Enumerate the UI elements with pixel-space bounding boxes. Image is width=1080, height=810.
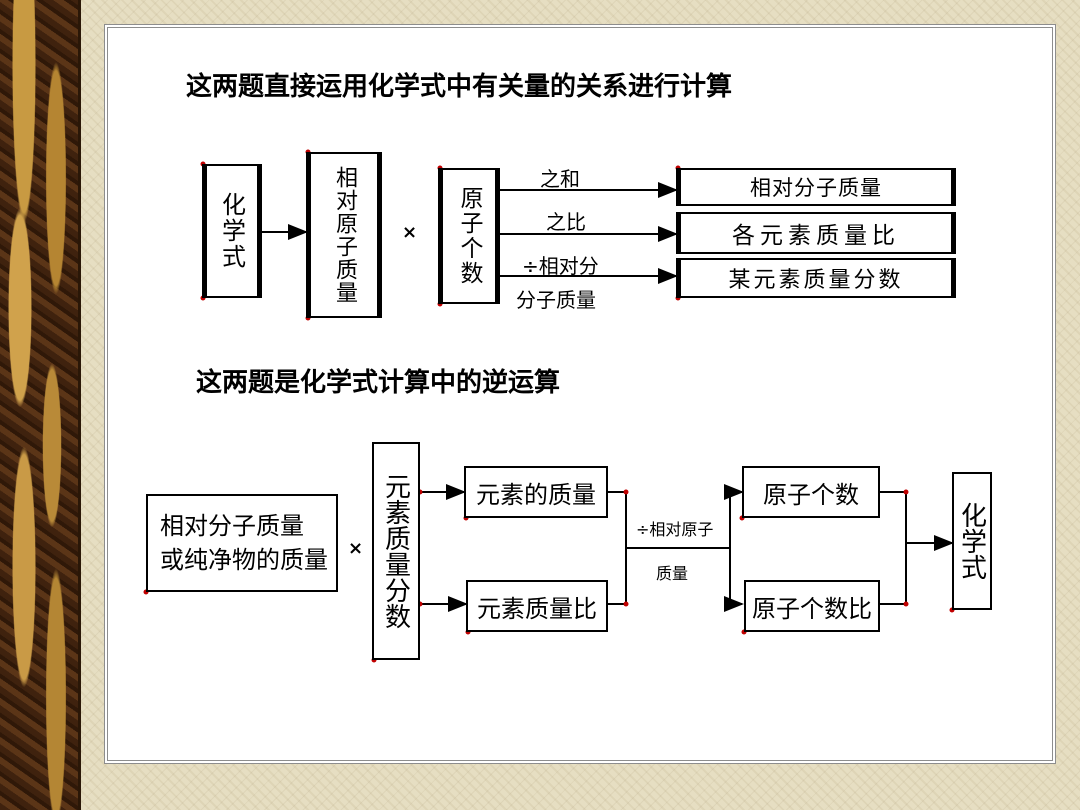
border-divider — [78, 0, 81, 810]
atom-count-text-2: 原子个数 — [763, 480, 859, 509]
multiply-sign-2: × — [348, 538, 364, 559]
output-mass-ratio-text: 各元素质量比 — [732, 223, 900, 249]
output-molecular-mass-box: 相对分子质量 — [676, 168, 956, 206]
atom-count-box-2: 原子个数 — [742, 466, 880, 518]
element-ratio-text: 元素质量比 — [477, 594, 597, 623]
formula-box-2: 化学式 — [952, 472, 992, 610]
input-mass-box: 相对分子质量 或纯净物的质量 — [146, 494, 338, 592]
element-ratio-box: 元素质量比 — [466, 580, 608, 632]
label-ratio: 之比 — [546, 210, 586, 234]
leaf-border-decoration — [0, 0, 80, 810]
input-mass-line2: 或纯净物的质量 — [160, 546, 328, 574]
element-fraction-box: 元素质量分数 — [372, 442, 420, 660]
formula-box: 化学式 — [202, 164, 262, 298]
formula-box-text: 化学式 — [217, 192, 246, 270]
element-mass-box: 元素的质量 — [464, 466, 608, 518]
output-molecular-mass-text: 相对分子质量 — [750, 176, 882, 200]
label-sum: 之和 — [540, 167, 580, 191]
atom-count-box: 原子个数 — [438, 168, 500, 304]
atom-count-box-text: 原子个数 — [456, 186, 482, 286]
output-mass-fraction-text: 某元素质量分数 — [728, 268, 904, 293]
atom-ratio-text: 原子个数比 — [752, 594, 872, 623]
multiply-sign: × — [402, 222, 418, 243]
input-mass-line1: 相对分子质量 — [160, 512, 304, 540]
label-divide-atomic-1: ÷相对原子 — [636, 520, 714, 539]
label-divide-1: ÷相对分 — [522, 254, 599, 278]
label-divide-2: 分子质量 — [516, 288, 596, 312]
section1-heading: 这两题直接运用化学式中有关量的关系进行计算 — [186, 72, 733, 102]
element-mass-text: 元素的质量 — [476, 480, 596, 509]
element-fraction-text: 元素质量分数 — [380, 473, 411, 629]
output-mass-ratio-box: 各元素质量比 — [676, 212, 956, 254]
label-divide-atomic-2: 质量 — [656, 564, 689, 583]
atom-ratio-box: 原子个数比 — [744, 580, 880, 632]
section2-heading: 这两题是化学式计算中的逆运算 — [196, 368, 561, 398]
content-panel — [104, 24, 1056, 764]
atomic-mass-box: 相对原子质量 — [306, 152, 382, 318]
output-mass-fraction-box: 某元素质量分数 — [676, 258, 956, 298]
formula-text-2: 化学式 — [956, 502, 987, 580]
atomic-mass-box-text: 相对原子质量 — [332, 166, 357, 304]
